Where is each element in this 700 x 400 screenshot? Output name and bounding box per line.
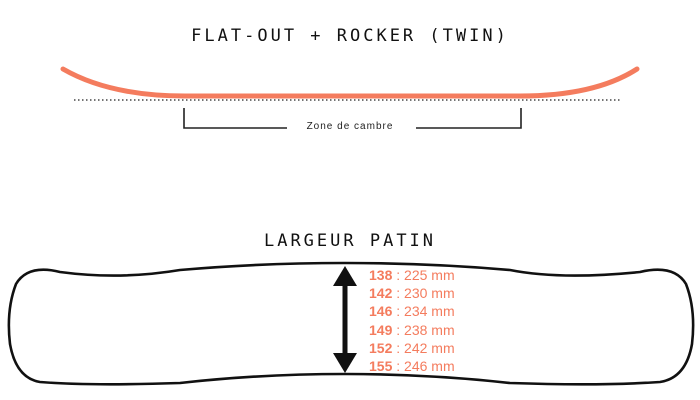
width-row: 149 : 238 mm bbox=[369, 321, 455, 339]
row-separator: : bbox=[392, 358, 405, 375]
row-separator: : bbox=[392, 339, 405, 356]
rocker-profile-curve bbox=[60, 66, 640, 99]
camber-zone-bracket bbox=[183, 108, 522, 129]
board-outline bbox=[7, 261, 695, 386]
camber-zone-label-text: Zone de cambre bbox=[300, 121, 400, 132]
board-size: 149 bbox=[369, 321, 393, 338]
profile-title: FLAT-OUT + ROCKER (TWIN) bbox=[191, 26, 509, 46]
board-size: 146 bbox=[369, 303, 393, 320]
board-size: 152 bbox=[369, 339, 393, 356]
width-row: 155 : 246 mm bbox=[369, 357, 455, 375]
width-arrow-head-down bbox=[333, 353, 357, 373]
waist-width: 234 mm bbox=[404, 303, 455, 320]
board-size: 155 bbox=[369, 358, 393, 375]
waist-width: 246 mm bbox=[404, 358, 455, 375]
width-row: 146 : 234 mm bbox=[369, 302, 455, 320]
width-row: 142 : 230 mm bbox=[369, 284, 455, 302]
waist-width: 242 mm bbox=[404, 339, 455, 356]
waist-width: 230 mm bbox=[404, 285, 455, 302]
width-title: LARGEUR PATIN bbox=[263, 231, 437, 251]
board-size: 138 bbox=[369, 267, 393, 283]
width-row: 138 : 225 mm bbox=[369, 266, 455, 284]
waist-width: 238 mm bbox=[404, 321, 455, 338]
width-row: 152 : 242 mm bbox=[369, 339, 455, 357]
width-list: 138 : 225 mm 142 : 230 mm 146 : 234 mm 1… bbox=[369, 266, 455, 375]
row-separator: : bbox=[392, 303, 405, 320]
row-separator: : bbox=[392, 321, 405, 338]
waist-width: 225 mm bbox=[404, 267, 455, 283]
row-separator: : bbox=[392, 267, 405, 283]
board-size: 142 bbox=[369, 285, 393, 302]
width-arrow-head-up bbox=[333, 266, 357, 286]
row-separator: : bbox=[392, 285, 405, 302]
camber-zone-label: Zone de cambre bbox=[0, 121, 700, 132]
